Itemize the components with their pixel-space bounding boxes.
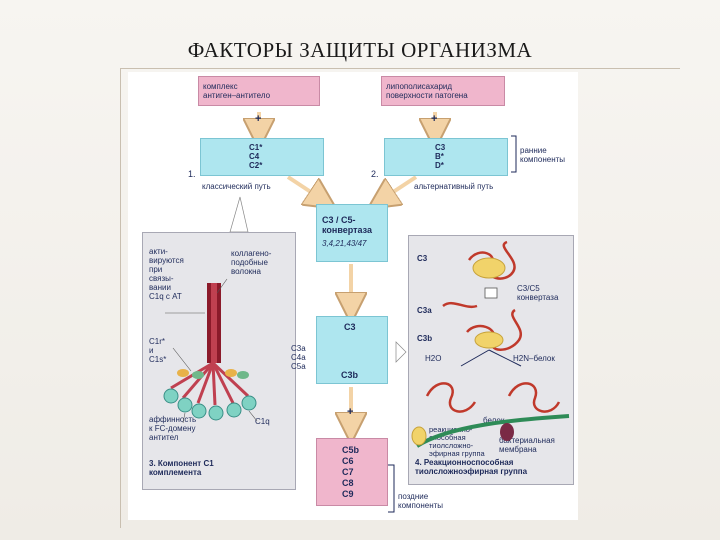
box-antigen-antibody: комплекс антиген–антитело <box>198 76 320 106</box>
box-convertase-title: C3 / C5- конвертаза <box>322 215 373 235</box>
box-antigen-antibody-text: комплекс антиген–антитело <box>203 82 271 100</box>
box-c1-c4-c2-text: C1* C4 C2* <box>249 143 263 170</box>
panel4-protein: белок <box>483 416 505 425</box>
frame-line-left <box>120 68 121 528</box>
box-c3-b-d-text: C3 B* D* <box>435 143 446 170</box>
panel4-caption: 4. Реакционноспособная тиолсложноэфирная… <box>415 458 528 476</box>
panel-c1-component: акти- вируются при связы- вании C1q с АТ… <box>142 232 296 490</box>
box-c3-b-d: C3 B* D* <box>384 138 508 176</box>
panel3-caption: 3. Компонент C1 комплемента <box>149 459 214 477</box>
thioester-illustration <box>411 240 570 448</box>
box-convertase-sub: 3,4,21,43/47 <box>322 239 367 248</box>
box-lps-text: липополисахарид поверхности патогена <box>386 82 468 100</box>
panel4-convertase: C3/C5 конвертаза <box>517 284 559 302</box>
label-num-2: 2. <box>371 169 379 179</box>
callout-panel4 <box>395 341 407 363</box>
complement-diagram: + + + комплекс антиген–антитело липополи… <box>128 72 578 520</box>
arrow-classical <box>286 175 323 200</box>
panel3-c1q: C1q <box>255 417 270 426</box>
label-num-1: 1. <box>188 169 196 179</box>
panel4-c3b: C3b <box>417 334 433 343</box>
panel4-bacterial-membrane: бактериальная мембрана <box>499 436 555 454</box>
label-early-components: ранние компоненты <box>520 146 566 164</box>
panel4-c3a: C3a <box>417 306 432 315</box>
box-c3: C3 C3b <box>316 316 388 384</box>
box-late-components: C5b C6 C7 C8 C9 <box>316 438 388 506</box>
panel4-c3: C3 <box>417 254 428 263</box>
label-late-components: поздние компоненты <box>398 492 444 510</box>
panel3-collagen-text: коллагено- подобные волокна <box>231 249 272 276</box>
arrow-alternative <box>381 175 418 200</box>
label-alternative-path: альтернативный путь <box>414 182 494 191</box>
plus-bottom: + <box>347 406 354 418</box>
plus-left: + <box>255 113 262 125</box>
label-c3a-c4a-c5a: C3a C4a C5a <box>291 344 306 371</box>
panel4-h2o: H2O <box>425 354 442 363</box>
slide-title: ФАКТОРЫ ЗАЩИТЫ ОРГАНИЗМА <box>187 38 533 62</box>
bracket-early <box>511 135 517 173</box>
label-classical-path: классический путь <box>202 182 271 191</box>
plus-right: + <box>431 113 438 125</box>
panel3-c1r-c1s: C1r* и C1s* <box>149 337 167 364</box>
callout-panel3 <box>229 196 249 233</box>
panel3-affinity: аффинность к FC-домену антител <box>149 415 197 442</box>
panel4-h2n-protein: H2N–белок <box>513 354 555 363</box>
bracket-late <box>388 464 395 513</box>
panel-thioester: C3 C3/C5 конвертаза C3a C3b H2O H2N–бело… <box>408 235 574 485</box>
box-c3b-text: C3b <box>341 370 359 380</box>
box-convertase: C3 / C5- конвертаза 3,4,21,43/47 <box>316 204 388 262</box>
c1-molecule-illustration <box>163 278 258 424</box>
box-lps: липополисахарид поверхности патогена <box>381 76 505 106</box>
box-c3-text: C3 <box>344 322 356 332</box>
panel3-activated-text: акти- вируются при связы- вании C1q с АТ <box>149 247 184 301</box>
panel4-legend-reactive: реакционно- способная тиолсложно- эфирна… <box>429 425 485 458</box>
box-c1-c4-c2: C1* C4 C2* <box>200 138 324 176</box>
box-late-text: C5b C6 C7 C8 C9 <box>342 445 360 499</box>
frame-line-top <box>120 68 680 69</box>
